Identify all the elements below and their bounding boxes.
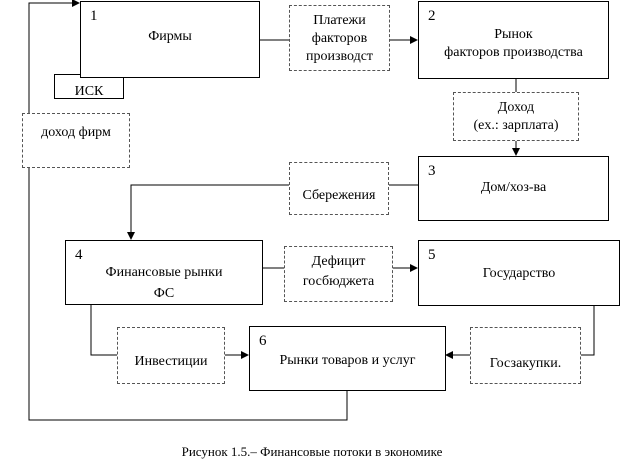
financial-markets-label-1: Финансовые рынки — [105, 265, 223, 280]
isk-label: ИСК — [74, 84, 104, 99]
state-label: Государство — [482, 266, 556, 281]
figure-caption: Рисунок 1.5.– Финансовые потоки в эконом… — [181, 444, 443, 459]
state-box: 5 Государство — [418, 240, 620, 306]
factor-market-number: 2 — [428, 8, 436, 24]
loop-line-bottom — [28, 167, 348, 421]
goods-market-number: 6 — [259, 333, 267, 349]
income-flow: Доход (ex.: зарплата) — [453, 92, 579, 141]
financial-to-investments-line — [90, 304, 117, 356]
firms-label: Фирмы — [148, 29, 192, 44]
firm-income-flow: доход фирм — [22, 113, 130, 168]
isk-box: ИСК — [54, 74, 124, 99]
investments-label: Инвестиции — [134, 354, 208, 369]
goods-market-label: Рынки товаров и услуг — [279, 353, 416, 368]
households-box: 3 Дом/хоз-ва — [418, 156, 609, 221]
loop-line-top — [28, 0, 80, 113]
procurement-label: Госзакупки. — [489, 356, 562, 371]
savings-label: Сбережения — [302, 188, 376, 203]
financial-markets-label-2: ФС — [153, 286, 175, 301]
factor-payments-line-1: Платежи — [313, 13, 366, 28]
factor-payments-line-3: производст — [305, 49, 374, 64]
income-line-1: Доход — [497, 100, 535, 115]
savings-to-financial-arrow — [127, 184, 289, 240]
deficit-line-1: Дефицит — [311, 254, 366, 269]
factor-market-box: 2 Рынок факторов производства — [418, 1, 609, 79]
state-to-procurement-line — [580, 305, 595, 356]
firms-number: 1 — [90, 8, 98, 24]
factor-payments-flow: Платежи факторов производст — [289, 5, 390, 71]
firm-income-label: доход фирм — [41, 125, 111, 140]
factor-payments-line-2: факторов — [311, 31, 368, 46]
investments-flow: Инвестиции — [117, 327, 225, 384]
households-label: Дом/хоз-ва — [480, 180, 547, 195]
households-number: 3 — [428, 163, 436, 179]
procurement-flow: Госзакупки. — [470, 327, 581, 384]
savings-flow: Сбережения — [289, 162, 389, 215]
income-line-2: (ex.: зарплата) — [473, 118, 559, 133]
goods-market-box: 6 Рынки товаров и услуг — [249, 326, 446, 391]
deficit-flow: Дефицит госбюджета — [284, 246, 393, 302]
factor-market-label-2: факторов производства — [444, 45, 583, 60]
financial-markets-number: 4 — [75, 247, 83, 263]
financial-markets-box: 4 Финансовые рынки ФС — [65, 240, 263, 305]
deficit-line-2: госбюджета — [302, 274, 375, 289]
firms-box: 1 Фирмы — [80, 1, 260, 78]
factor-market-label-1: Рынок — [494, 27, 533, 42]
state-number: 5 — [428, 247, 436, 263]
